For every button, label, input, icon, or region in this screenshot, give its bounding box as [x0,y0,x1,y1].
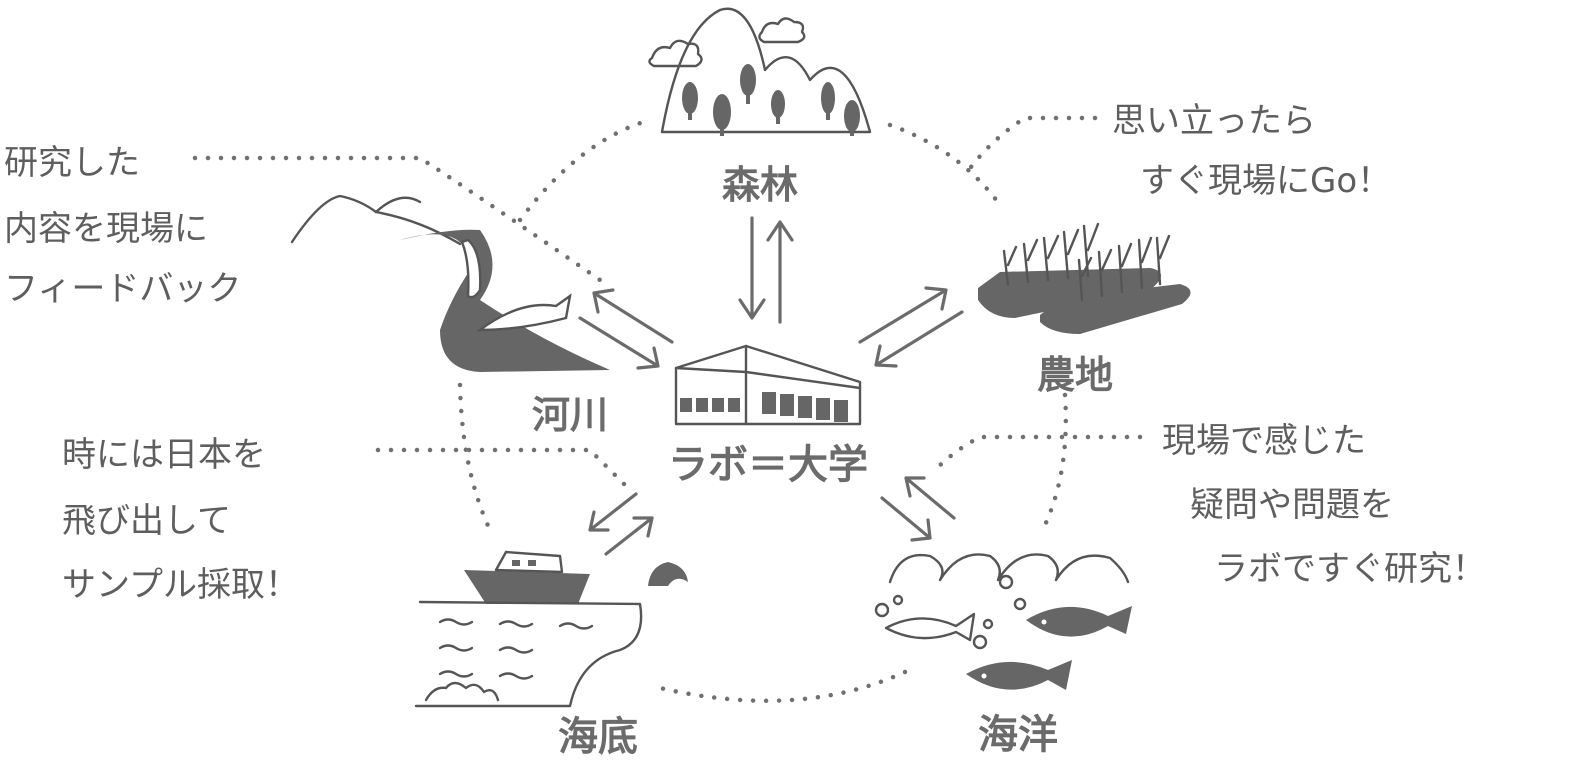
dotted-cycle [457,117,1069,703]
note-leaders [192,115,1143,493]
note-research-line-1: 現場で感じた [1162,421,1366,461]
note-research-line-2: 疑問や問題を [1190,485,1394,525]
building-windows [680,392,848,422]
note-sample-line-2: 飛び出して [62,501,231,541]
site-label-seabed: 海底 [558,714,638,760]
note-go: 思い立ったら すぐ現場にGo！ [1112,101,1391,201]
note-sample-line-1: 時には日本を [62,435,266,475]
site-label-forest: 森林 [722,163,798,207]
seabed-illustration [414,550,688,708]
tree-icons [682,64,860,136]
note-sample: 時には日本を 飛び出して サンプル採取！ [62,435,299,605]
river-illustration [290,194,610,372]
arrow-lab-ocean [880,476,956,542]
site-label-farmland: 農地 [1037,353,1113,397]
note-research: 現場で感じた 疑問や問題を ラボですぐ研究！ [1162,421,1486,589]
arrow-lab-seabed [588,492,654,556]
crop-shoots [1002,222,1171,302]
note-go-line-2: すぐ現場にGo！ [1140,161,1391,201]
note-feedback-line-1: 研究した [4,143,140,183]
jumping-fish-icons [460,238,572,332]
lab-building-illustration [674,344,862,426]
site-label-river: 河川 [532,393,608,437]
forest-illustration [648,7,872,136]
note-go-line-1: 思い立ったら [1112,101,1316,141]
wave-strokes [424,618,594,702]
bubble-icons [874,574,1027,650]
ocean-illustration [874,553,1132,690]
note-feedback: 研究した 内容を現場に フィードバック [4,143,241,309]
farmland-illustration [978,222,1191,334]
arrow-lab-farmland [858,286,964,368]
note-feedback-line-2: 内容を現場に [4,209,208,249]
arrow-lab-river [578,288,674,370]
site-label-ocean: 海洋 [978,712,1058,758]
note-research-line-3: ラボですぐ研究！ [1214,549,1486,589]
center-label-lab: ラボ＝大学 [668,442,868,488]
note-feedback-line-3: フィードバック [4,269,241,309]
note-sample-line-3: サンプル採取！ [62,565,299,605]
arrow-lab-forest [738,216,794,324]
